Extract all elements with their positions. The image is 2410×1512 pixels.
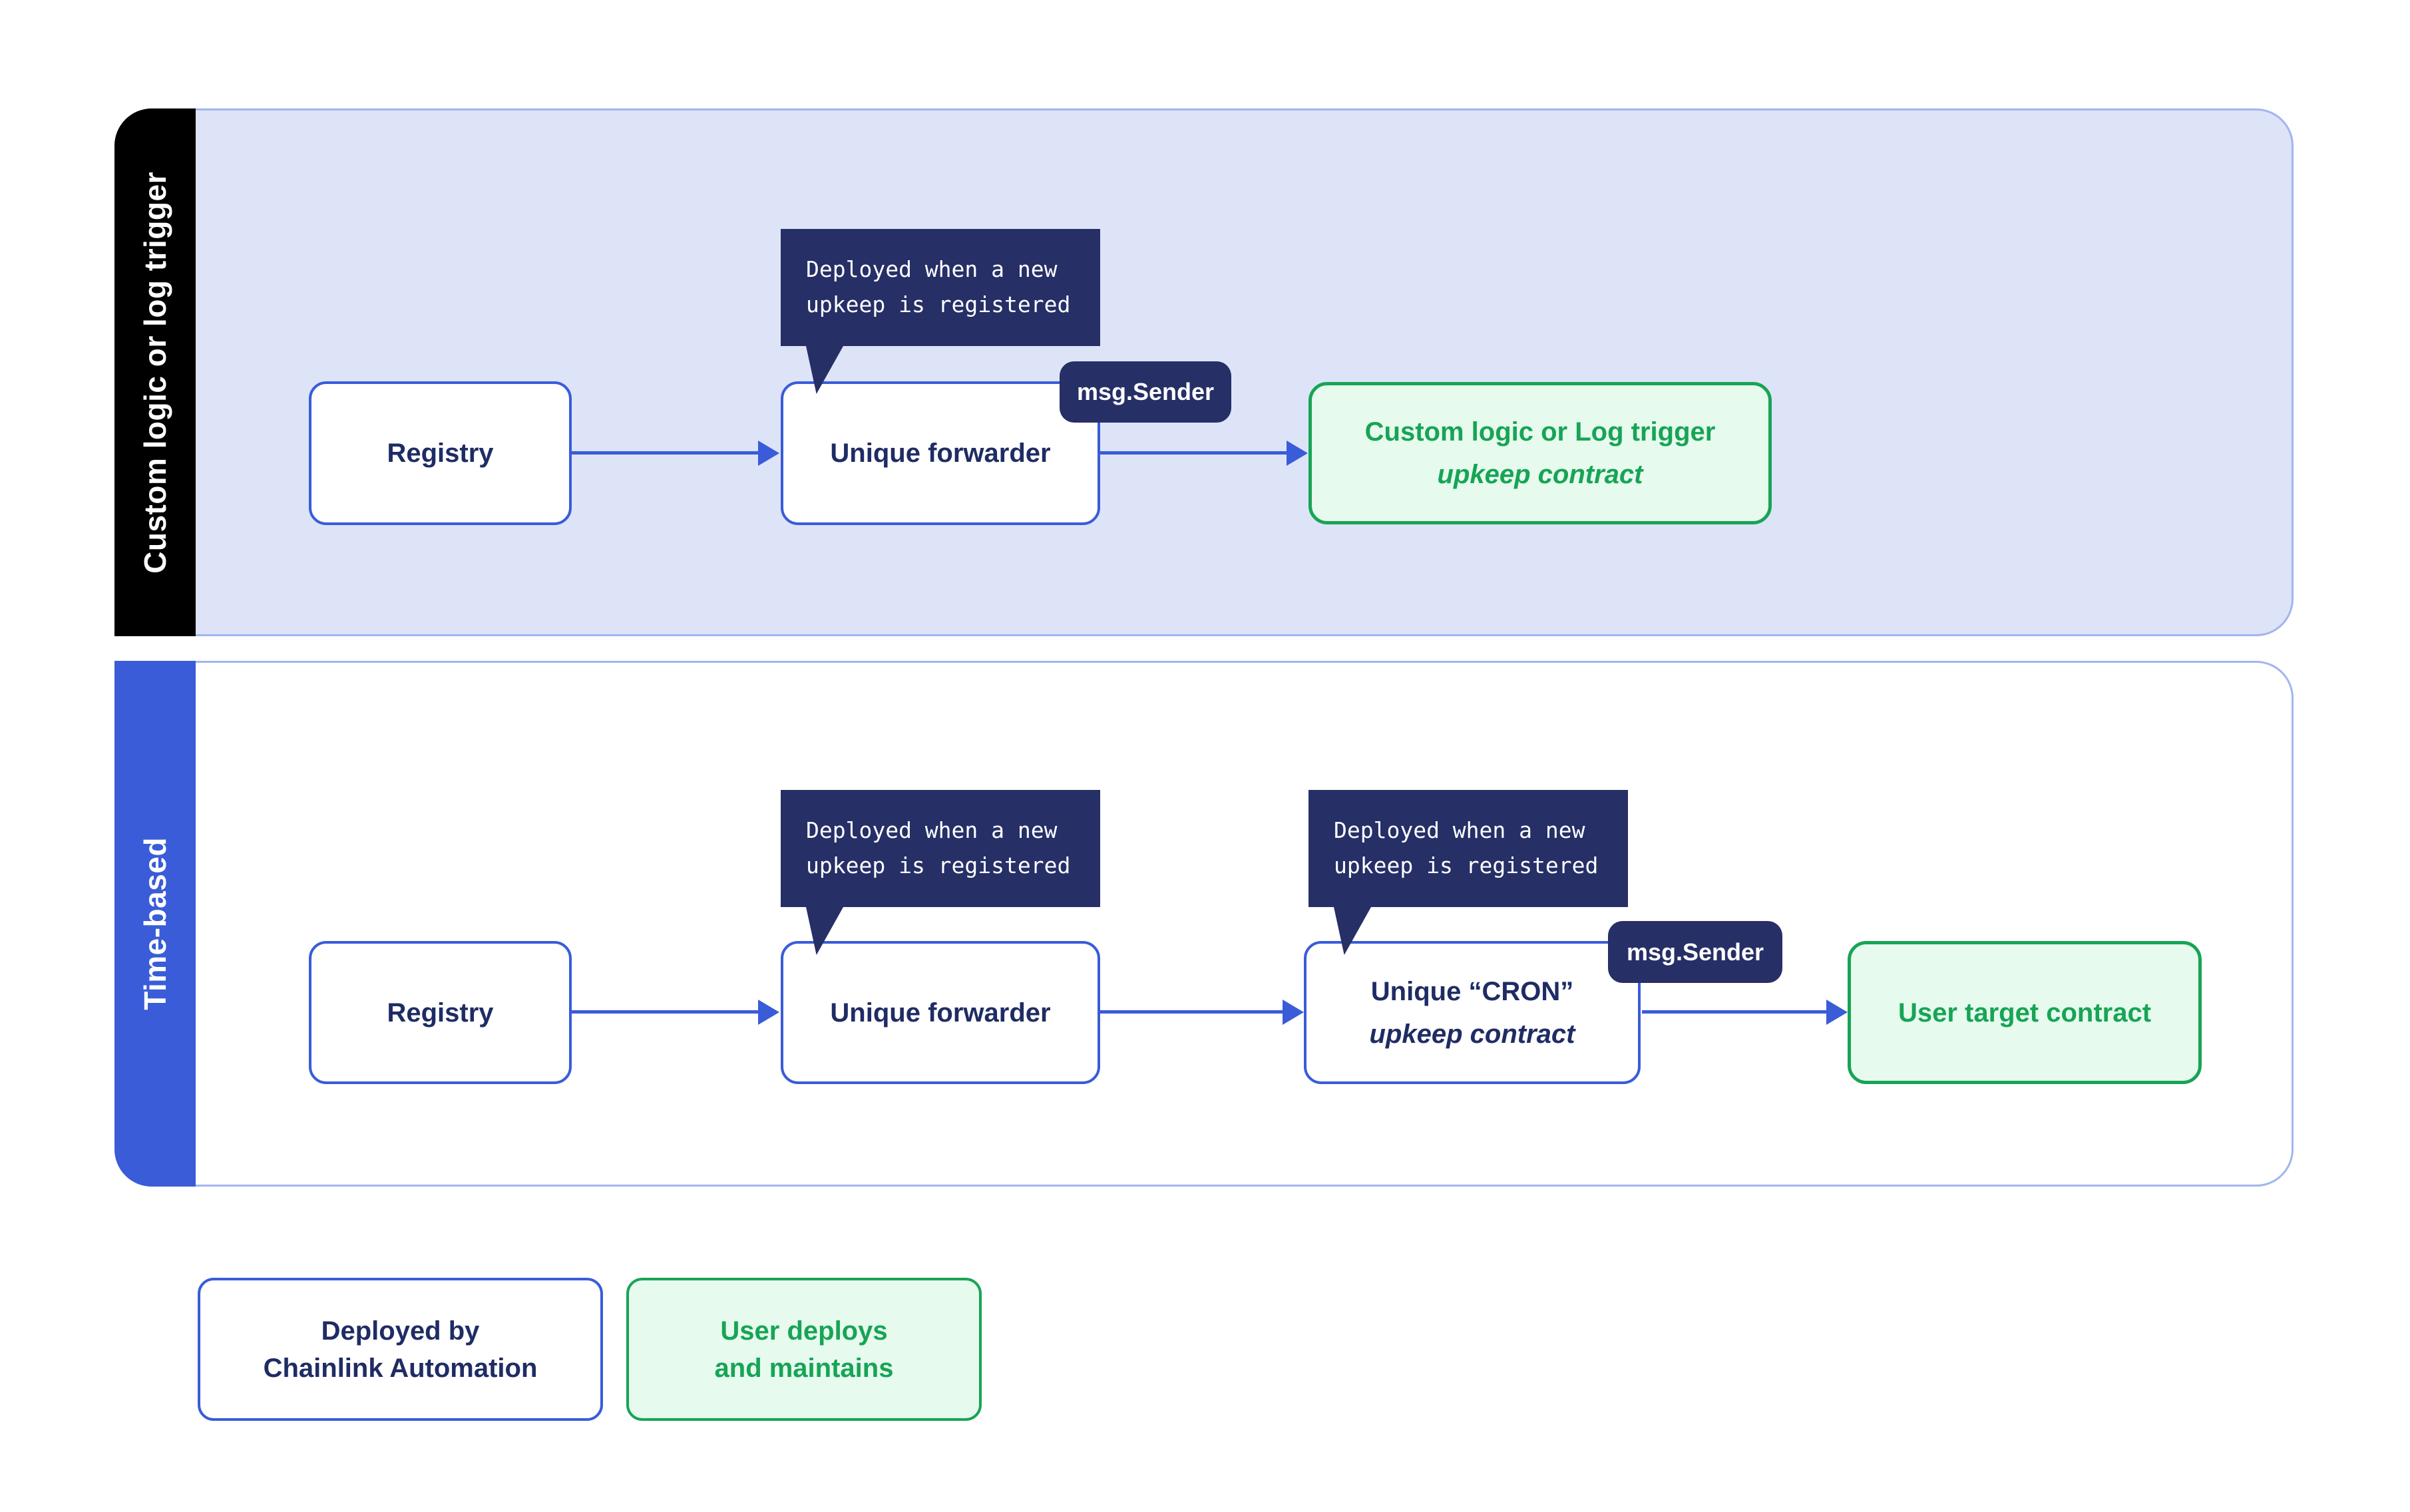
custom-logic-upkeep-node: Custom logic or Log trigger upkeep contr… — [1308, 382, 1772, 524]
registry-node-bottom-label: Registry — [387, 998, 494, 1028]
legend-chainlink-line2: Chainlink Automation — [263, 1353, 538, 1383]
deployed-tooltip-forwarder-line2: upkeep is registered — [806, 852, 1071, 878]
custom-logic-sidebar-label: Custom logic or log trigger — [138, 171, 172, 574]
deployed-tooltip-top-line2: upkeep is registered — [806, 291, 1071, 317]
unique-forwarder-node-top: Unique forwarder — [781, 381, 1100, 525]
arrow-registry-to-forwarder-top — [572, 451, 758, 455]
msg-sender-badge-bottom: msg.Sender — [1608, 921, 1782, 983]
cron-upkeep-title: Unique “CRON” — [1370, 976, 1574, 1006]
arrow-forwarder-to-cron — [1100, 1010, 1283, 1014]
deployed-tooltip-cron: Deployed when a new upkeep is registered — [1308, 790, 1628, 955]
unique-forwarder-node-top-label: Unique forwarder — [830, 439, 1051, 468]
msg-sender-badge-top: msg.Sender — [1060, 361, 1231, 423]
deployed-tooltip-cron-line2: upkeep is registered — [1334, 852, 1599, 878]
legend-deployed-by-chainlink: Deployed by Chainlink Automation — [198, 1278, 603, 1421]
arrow-registry-to-forwarder-bottom — [572, 1010, 758, 1014]
legend-chainlink-line1: Deployed by — [321, 1316, 480, 1346]
user-target-contract-label: User target contract — [1898, 998, 2152, 1028]
deployed-tooltip-forwarder: Deployed when a new upkeep is registered — [781, 790, 1100, 955]
arrow-forwarder-to-upkeep-top — [1100, 451, 1287, 455]
custom-logic-upkeep-title: Custom logic or Log trigger — [1364, 417, 1716, 447]
custom-logic-sidebar: Custom logic or log trigger — [114, 108, 196, 636]
registry-node-top-label: Registry — [387, 439, 494, 468]
time-based-panel — [114, 661, 2294, 1187]
deployed-tooltip-forwarder-line1: Deployed when a new — [806, 817, 1058, 844]
unique-forwarder-node-bottom-label: Unique forwarder — [830, 998, 1051, 1028]
registry-node-top: Registry — [309, 381, 572, 525]
time-based-sidebar-label: Time-based — [138, 837, 172, 1010]
user-target-contract-node: User target contract — [1848, 941, 2202, 1084]
unique-forwarder-node-bottom: Unique forwarder — [781, 941, 1100, 1084]
custom-logic-upkeep-subtitle: upkeep contract — [1437, 460, 1643, 489]
legend-user-deploys: User deploys and maintains — [626, 1278, 982, 1421]
msg-sender-badge-top-label: msg.Sender — [1076, 378, 1215, 405]
deployed-tooltip-cron-line1: Deployed when a new — [1334, 817, 1585, 844]
arrow-cron-to-target — [1642, 1010, 1826, 1014]
cron-upkeep-subtitle: upkeep contract — [1369, 1019, 1575, 1049]
deployed-tooltip-top-line1: Deployed when a new — [806, 256, 1058, 283]
registry-node-bottom: Registry — [309, 941, 572, 1084]
legend-user-line1: User deploys — [720, 1316, 888, 1346]
deployed-tooltip-top: Deployed when a new upkeep is registered — [781, 229, 1100, 394]
cron-upkeep-node: Unique “CRON” upkeep contract — [1304, 941, 1641, 1084]
legend-user-line2: and maintains — [714, 1353, 894, 1383]
msg-sender-badge-bottom-label: msg.Sender — [1626, 938, 1764, 966]
time-based-sidebar: Time-based — [114, 661, 196, 1187]
